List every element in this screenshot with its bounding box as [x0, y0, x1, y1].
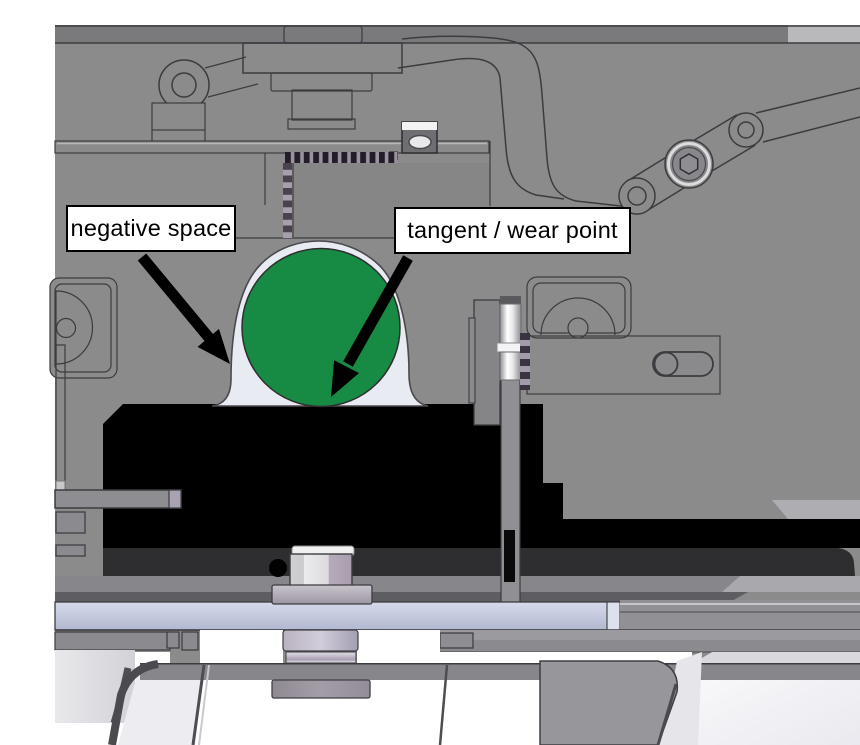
highlight-region	[211, 240, 429, 408]
shiny-roller	[499, 303, 522, 346]
black-block	[103, 404, 860, 548]
bent-tube	[397, 35, 631, 208]
top-bracket-and-bolt	[242, 25, 403, 130]
negative-space-arrow	[137, 253, 230, 364]
left-slide-bar	[54, 480, 182, 557]
hex-nut	[289, 553, 353, 587]
base-extrusion	[54, 600, 860, 631]
wheels-and-fenders	[55, 650, 860, 745]
linkage-arm	[618, 87, 860, 215]
tangent-wear-arrow	[331, 255, 413, 397]
black-rod	[560, 519, 860, 548]
negative-space-label-text: negative space	[70, 214, 232, 241]
tangent-wear-point-label: tangent / wear point	[394, 207, 631, 254]
blue-base-bar	[54, 601, 621, 631]
black-dot	[269, 559, 287, 577]
bottom-fasteners	[271, 545, 373, 664]
follower-post	[468, 296, 530, 626]
hex-socket-bolt	[679, 153, 699, 175]
washer-small	[285, 651, 357, 664]
rack-teeth-horizontal	[285, 152, 397, 163]
tangent-wear-point-label-text: tangent / wear point	[407, 216, 618, 243]
washer	[271, 584, 373, 605]
left-bearing-frame	[49, 277, 118, 491]
rack-teeth-vertical	[520, 333, 530, 390]
highlighted-roller-circle	[241, 247, 401, 408]
right-bearing-frame	[526, 276, 632, 339]
negative-space-label: negative space	[66, 205, 236, 252]
annotation-arrows	[137, 253, 413, 397]
undercarriage	[54, 630, 860, 663]
standoff-cylinder	[271, 679, 371, 699]
pivot-lever	[151, 56, 259, 141]
stem-cylinder	[282, 629, 359, 652]
threaded-rod-vertical	[283, 163, 292, 238]
